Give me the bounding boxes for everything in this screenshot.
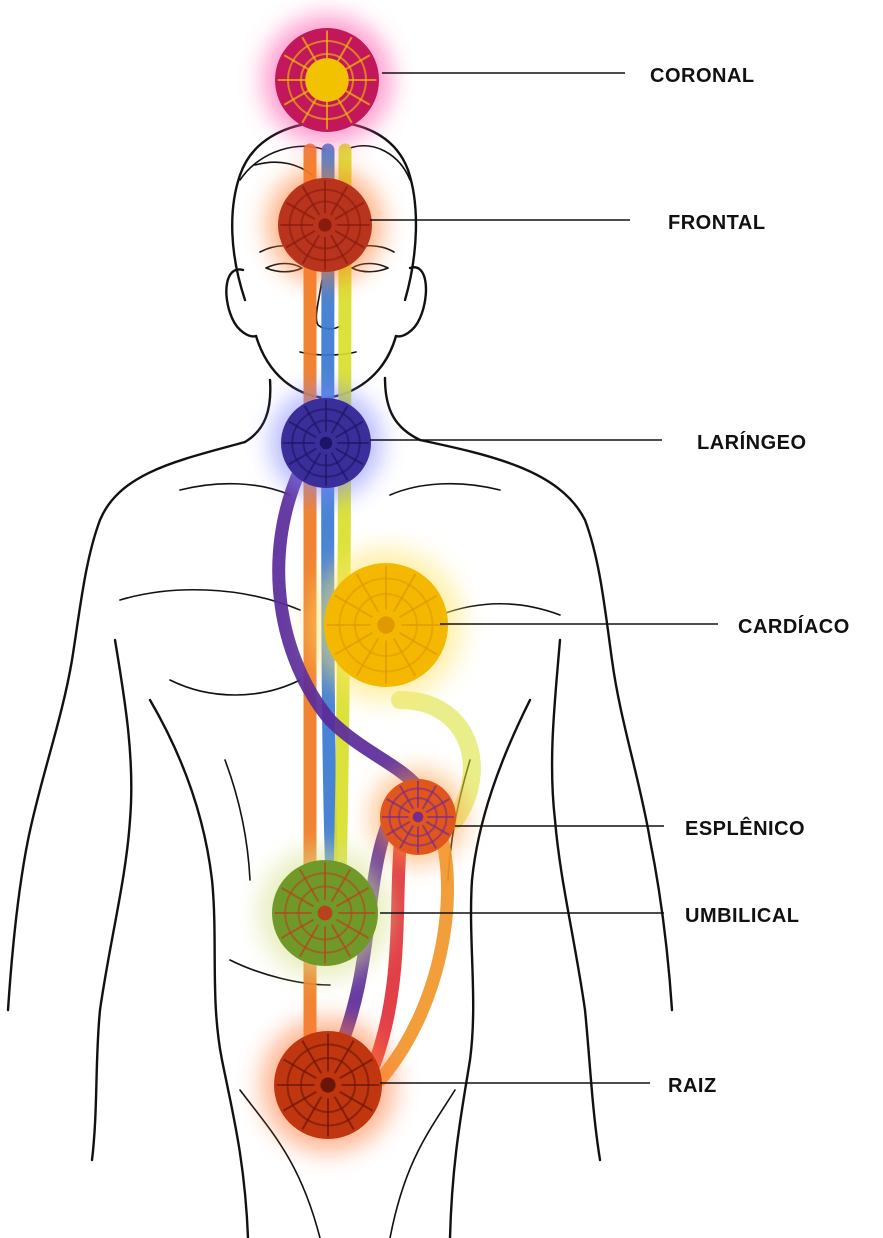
chest-lower-left xyxy=(170,680,300,695)
label-coronal: CORONAL xyxy=(650,65,755,87)
collar-left xyxy=(180,484,290,495)
chest-left xyxy=(120,590,300,610)
chakra-laringeo xyxy=(270,387,383,500)
chakra-esplenico xyxy=(371,770,466,865)
chakra-coronal xyxy=(262,15,392,145)
chakra-core-coronal xyxy=(305,58,349,102)
groin-right xyxy=(390,1090,455,1238)
chakra-core-frontal xyxy=(318,218,331,231)
label-frontal: FRONTAL xyxy=(668,212,766,234)
label-umbilical: UMBILICAL xyxy=(685,905,799,927)
neck-right xyxy=(385,378,420,440)
label-raiz: RAIZ xyxy=(668,1075,717,1097)
collar-right xyxy=(390,484,500,495)
inner-arm-right xyxy=(552,640,600,1160)
ear-left xyxy=(226,269,256,336)
chakra-raiz xyxy=(261,1018,396,1153)
chakra-core-cardiaco xyxy=(377,616,394,633)
torso-left xyxy=(150,700,248,1238)
label-cardiaco: CARDÍACO xyxy=(738,615,850,638)
chakra-umbilical xyxy=(259,847,392,980)
label-esplenico: ESPLÊNICO xyxy=(685,816,805,840)
chakra-core-umbilical xyxy=(318,906,333,921)
chakra-core-laringeo xyxy=(320,437,333,450)
chakra-cardiaco xyxy=(309,548,464,703)
abs-line-left xyxy=(225,760,250,880)
chakra-frontal xyxy=(266,166,384,284)
label-laringeo: LARÍNGEO xyxy=(697,431,807,454)
inner-arm-left xyxy=(92,640,131,1160)
chakra-core-raiz xyxy=(320,1077,335,1092)
chakra-core-esplenico xyxy=(413,812,424,823)
neck-left xyxy=(245,380,270,442)
